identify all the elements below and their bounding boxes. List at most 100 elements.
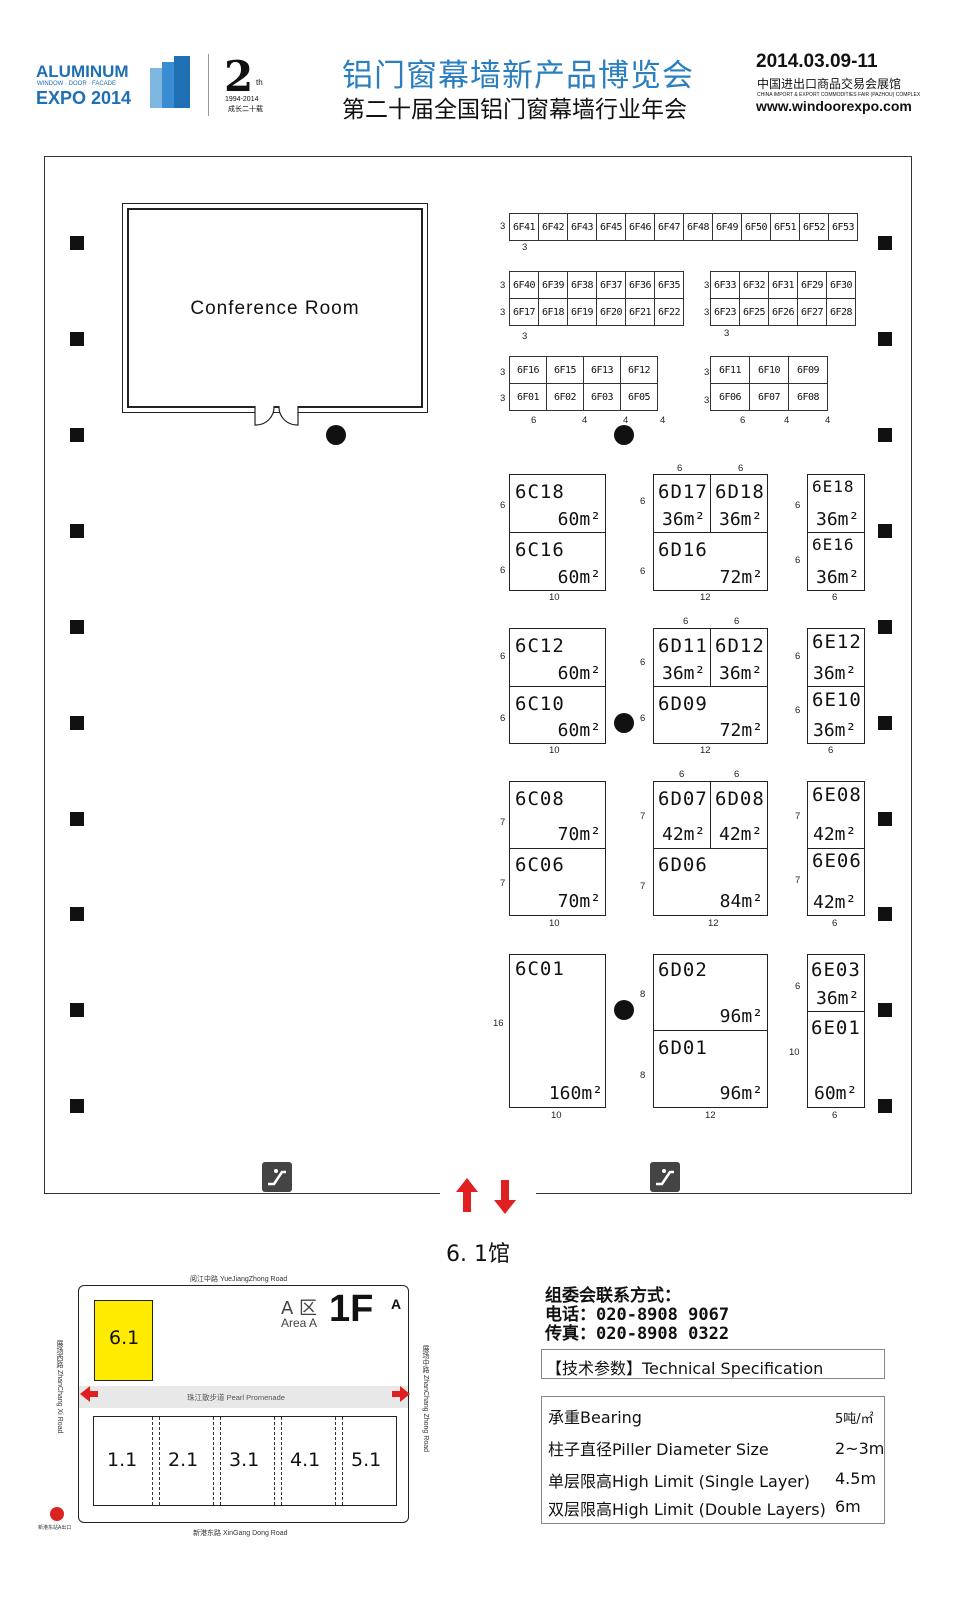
booth-6c18[interactable]: 6C18 60m² — [509, 474, 606, 533]
booth-6f48[interactable]: 6F48 — [683, 213, 713, 241]
booth-6f25[interactable]: 6F25 — [739, 298, 769, 326]
highlighted-hall[interactable]: 6.1 — [94, 1300, 153, 1381]
dim-label: 8 — [640, 1070, 646, 1081]
booth-6e06[interactable]: 6E06 42m² — [807, 848, 865, 916]
booth-size: 96m² — [719, 1083, 763, 1104]
booth-6c12[interactable]: 6C12 60m² — [509, 628, 606, 687]
booth-6f50[interactable]: 6F50 — [741, 213, 771, 241]
road-top: 阅江中路 YueJiangZhong Road — [190, 1276, 288, 1283]
booth-6d06[interactable]: 6D06 84m² — [653, 848, 768, 916]
pillar — [878, 1003, 892, 1017]
booth-6f49[interactable]: 6F49 — [712, 213, 742, 241]
booth-6e18[interactable]: 6E18 36m² — [807, 474, 865, 533]
booth-6f22[interactable]: 6F22 — [654, 298, 684, 326]
booth-6f47[interactable]: 6F47 — [654, 213, 684, 241]
booth-6f40[interactable]: 6F40 — [509, 271, 539, 299]
booth-6e10[interactable]: 6E10 36m² — [807, 686, 865, 744]
booth-6d07[interactable]: 6D07 42m² — [653, 781, 711, 849]
booth-6d08[interactable]: 6D08 42m² — [710, 781, 768, 849]
booth-6f33[interactable]: 6F33 — [710, 271, 740, 299]
booth-6c16[interactable]: 6C16 60m² — [509, 532, 606, 591]
booth-6d16[interactable]: 6D16 72m² — [653, 532, 768, 591]
booth-6f43[interactable]: 6F43 — [567, 213, 597, 241]
booth-6f51[interactable]: 6F51 — [770, 213, 800, 241]
booth-6c01[interactable]: 6C01 160m² — [509, 954, 606, 1108]
booth-6f30[interactable]: 6F30 — [826, 271, 856, 299]
dim-label: 6 — [679, 769, 685, 780]
booth-6c08[interactable]: 6C08 70m² — [509, 781, 606, 849]
booth-6d17[interactable]: 6D17 36m² — [653, 474, 711, 533]
booth-6e16[interactable]: 6E16 36m² — [807, 532, 865, 591]
booth-6f13[interactable]: 6F13 — [583, 356, 621, 384]
hall-2.1[interactable]: 2.1 — [168, 1449, 199, 1471]
escalator-icon[interactable] — [650, 1162, 680, 1192]
hall-3.1[interactable]: 3.1 — [229, 1449, 260, 1471]
booth-6f02[interactable]: 6F02 — [546, 383, 584, 411]
booth-6e03[interactable]: 6E03 36m² — [807, 954, 865, 1012]
booth-6f26[interactable]: 6F26 — [768, 298, 798, 326]
booth-6f32[interactable]: 6F32 — [739, 271, 769, 299]
booth-6f41[interactable]: 6F41 — [509, 213, 539, 241]
booth-6f31[interactable]: 6F31 — [768, 271, 798, 299]
booth-6f27[interactable]: 6F27 — [797, 298, 827, 326]
anniversary-logo: 2 th 1994-2014 成长二十载 — [222, 52, 282, 113]
dim-label: 12 — [708, 918, 719, 929]
booth-size: 60m² — [814, 1083, 858, 1104]
booth-6c06[interactable]: 6C06 70m² — [509, 848, 606, 916]
booth-6f12[interactable]: 6F12 — [620, 356, 658, 384]
booth-6f09[interactable]: 6F09 — [788, 356, 828, 384]
booth-6d01[interactable]: 6D01 96m² — [653, 1030, 768, 1108]
escalator-icon[interactable] — [262, 1162, 292, 1192]
hall-4.1[interactable]: 4.1 — [290, 1449, 321, 1471]
booth-6f52[interactable]: 6F52 — [799, 213, 829, 241]
booth-6f03[interactable]: 6F03 — [583, 383, 621, 411]
booth-6f45[interactable]: 6F45 — [596, 213, 626, 241]
booth-6d02[interactable]: 6D02 96m² — [653, 954, 768, 1031]
booth-6f07[interactable]: 6F07 — [749, 383, 789, 411]
booth-6e01[interactable]: 6E01 60m² — [807, 1011, 865, 1108]
booth-6f08[interactable]: 6F08 — [788, 383, 828, 411]
booth-6f01[interactable]: 6F01 — [509, 383, 547, 411]
booth-6f17[interactable]: 6F17 — [509, 298, 539, 326]
booth-6f36[interactable]: 6F36 — [625, 271, 655, 299]
conference-room[interactable]: Conference Room — [122, 203, 428, 413]
road-right: 展场中路 ZhanChang Zhong Road — [422, 1345, 429, 1452]
booth-6f29[interactable]: 6F29 — [797, 271, 827, 299]
booth-6f15[interactable]: 6F15 — [546, 356, 584, 384]
hall-5.1[interactable]: 5.1 — [351, 1449, 382, 1471]
booth-6f19[interactable]: 6F19 — [567, 298, 597, 326]
booth-6f38[interactable]: 6F38 — [567, 271, 597, 299]
booth-6f23[interactable]: 6F23 — [710, 298, 740, 326]
booth-6c10[interactable]: 6C10 60m² — [509, 686, 606, 744]
booth-6d18[interactable]: 6D18 36m² — [710, 474, 768, 533]
booth-6e08[interactable]: 6E08 42m² — [807, 781, 865, 849]
booth-6f20[interactable]: 6F20 — [596, 298, 626, 326]
booth-6f39[interactable]: 6F39 — [538, 271, 568, 299]
booth-6f46[interactable]: 6F46 — [625, 213, 655, 241]
booth-6f21[interactable]: 6F21 — [625, 298, 655, 326]
booth-6e12[interactable]: 6E12 36m² — [807, 628, 865, 687]
booth-id: 6D09 — [658, 693, 708, 715]
booth-6d09[interactable]: 6D09 72m² — [653, 686, 768, 744]
booth-6f42[interactable]: 6F42 — [538, 213, 568, 241]
pillar — [878, 1099, 892, 1113]
dim-label: 6 — [500, 500, 506, 511]
dim-label: 3 — [500, 367, 506, 378]
venue-cn: 中国进出口商品交易会展馆 — [757, 77, 902, 91]
booth-6f35[interactable]: 6F35 — [654, 271, 684, 299]
booth-6f18[interactable]: 6F18 — [538, 298, 568, 326]
booth-6f05[interactable]: 6F05 — [620, 383, 658, 411]
booth-6f28[interactable]: 6F28 — [826, 298, 856, 326]
booth-6f10[interactable]: 6F10 — [749, 356, 789, 384]
website[interactable]: www.windoorexpo.com — [756, 98, 912, 114]
booth-6f53[interactable]: 6F53 — [828, 213, 858, 241]
hall-1.1[interactable]: 1.1 — [107, 1449, 138, 1471]
dim-label: 6 — [500, 651, 506, 662]
booth-6f16[interactable]: 6F16 — [509, 356, 547, 384]
booth-6f37[interactable]: 6F37 — [596, 271, 626, 299]
pillar — [70, 428, 84, 442]
booth-6f11[interactable]: 6F11 — [710, 356, 750, 384]
booth-6d12[interactable]: 6D12 36m² — [710, 628, 768, 687]
booth-6d11[interactable]: 6D11 36m² — [653, 628, 711, 687]
booth-6f06[interactable]: 6F06 — [710, 383, 750, 411]
